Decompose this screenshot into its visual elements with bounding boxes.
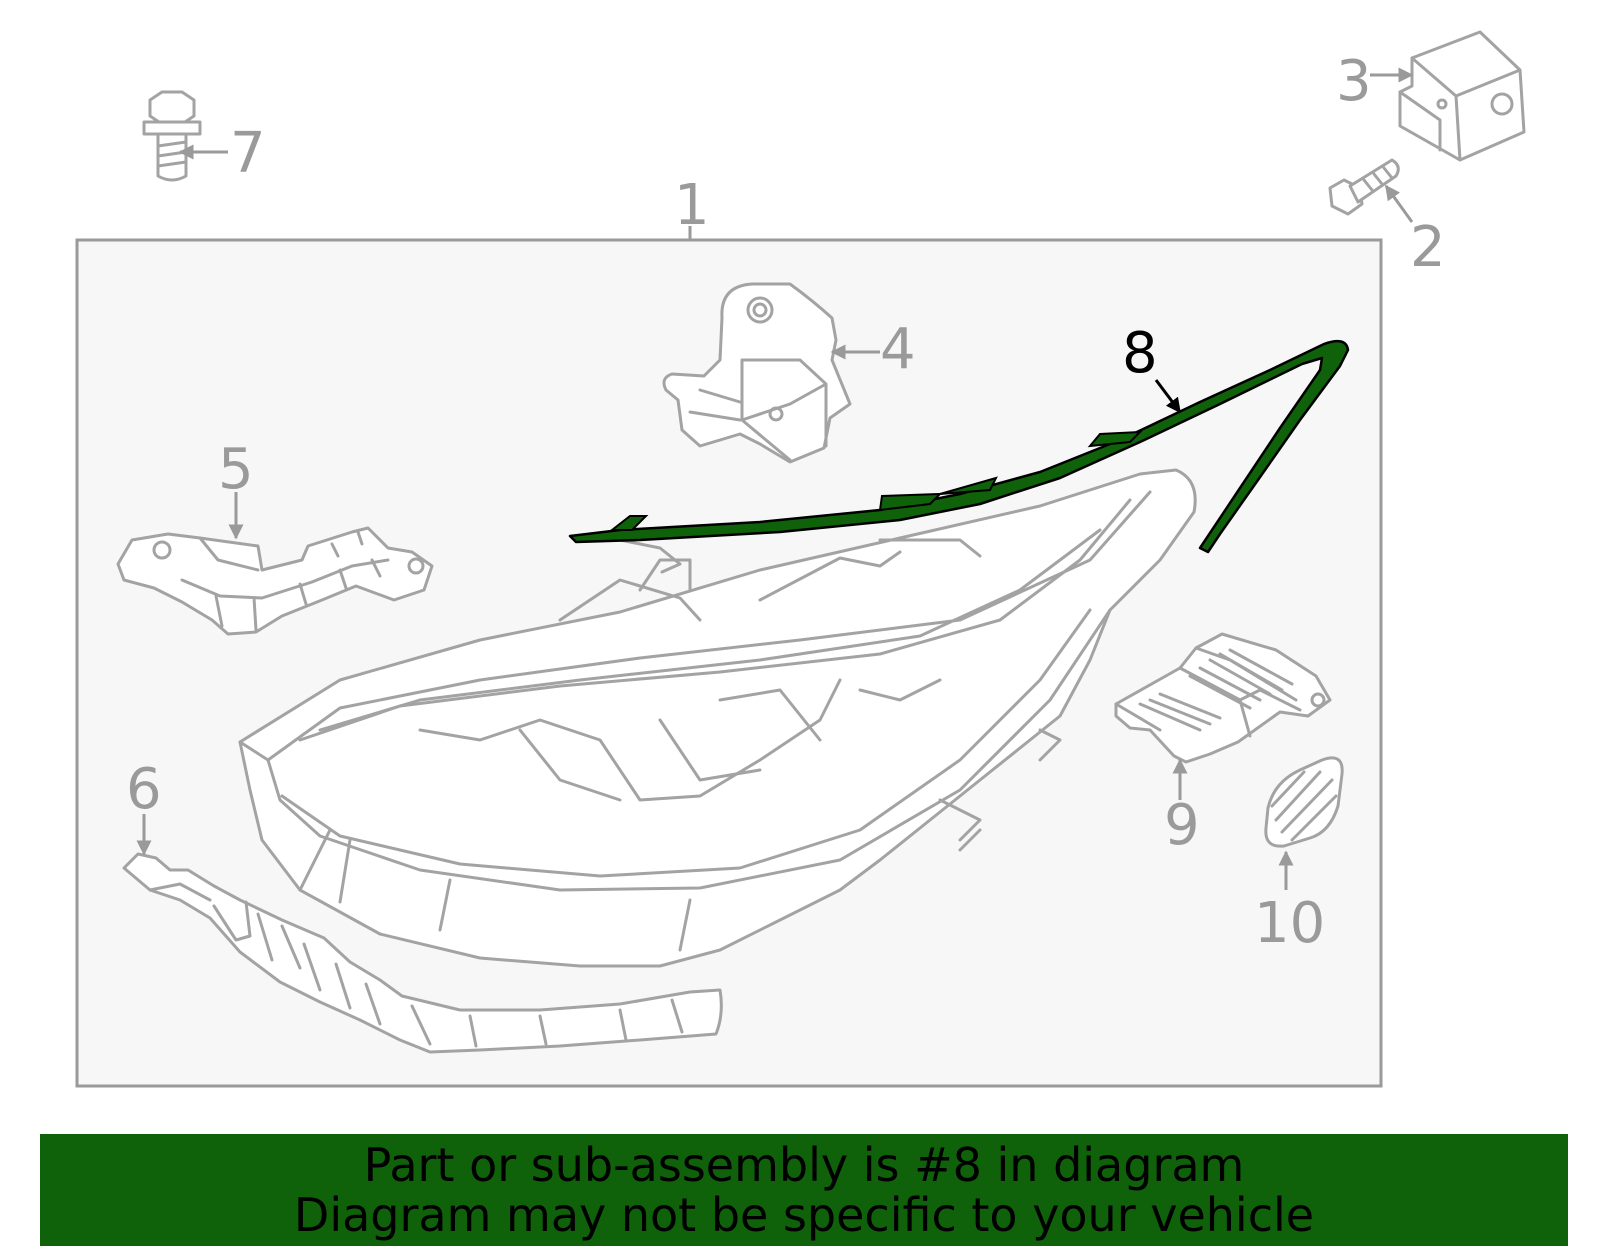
part-7-bolt: [142, 90, 202, 182]
part-4-bracket: [662, 282, 852, 464]
callout-10: 10: [1254, 891, 1325, 956]
part-1-headlamp: [238, 468, 1197, 968]
callout-9: 9: [1164, 793, 1200, 858]
part-3-bracket: [1398, 30, 1526, 162]
part-2-screw: [1328, 158, 1400, 216]
callout-4: 4: [880, 317, 916, 382]
part-6-lower-bracket: [122, 852, 723, 1054]
banner-line-part: Part or sub-assembly is #8 in diagram: [363, 1138, 1245, 1192]
part-10-cover: [1264, 756, 1344, 848]
info-banner: Part or sub-assembly is #8 in diagram Di…: [40, 1134, 1568, 1246]
callout-8: 8: [1122, 321, 1158, 386]
part-8-trim-strip: [568, 339, 1350, 554]
callout-5: 5: [218, 437, 254, 502]
callout-8-leader: [1154, 379, 1182, 414]
callout-3: 3: [1336, 49, 1372, 114]
part-9-module: [1114, 632, 1332, 764]
part-5-bracket: [116, 526, 434, 636]
banner-line-disclaimer: Diagram may not be specific to your vehi…: [293, 1188, 1315, 1242]
callout-2-leader: [1384, 184, 1414, 223]
callout-6: 6: [126, 757, 162, 822]
callout-7: 7: [230, 121, 266, 186]
callout-1: 1: [674, 173, 710, 238]
callout-2: 2: [1410, 215, 1446, 280]
